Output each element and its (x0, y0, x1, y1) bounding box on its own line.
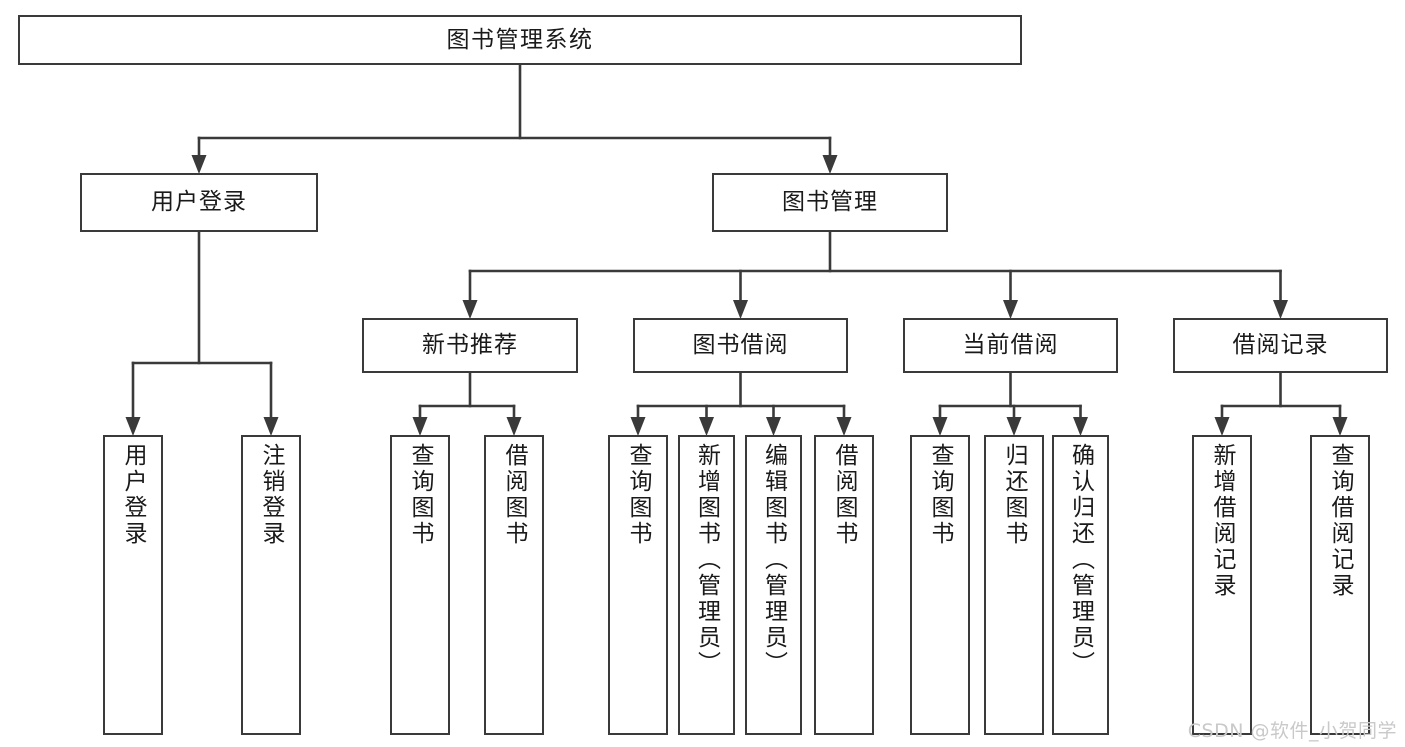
leaf-logout[interactable]: 注销登录 (241, 435, 301, 735)
leaf-confirm-return-label: 确认归还（管理员） (1067, 443, 1094, 677)
leaf-query-borrow-record-label: 查询借阅记录 (1327, 443, 1354, 599)
node-book-manage-label: 图书管理 (782, 189, 878, 215)
leaf-query-borrow-record[interactable]: 查询借阅记录 (1310, 435, 1370, 735)
node-book-manage[interactable]: 图书管理 (712, 173, 948, 232)
leaf-edit-book[interactable]: 编辑图书（管理员） (745, 435, 802, 735)
node-book-borrow-label: 图书借阅 (692, 332, 789, 358)
node-current-borrow-label: 当前借阅 (962, 332, 1059, 358)
leaf-user-login[interactable]: 用户登录 (103, 435, 163, 735)
leaf-query-book-3[interactable]: 查询图书 (910, 435, 970, 735)
leaf-return-book-label: 归还图书 (1001, 443, 1028, 547)
leaf-borrow-book-2[interactable]: 借阅图书 (814, 435, 874, 735)
node-root-label: 图书管理系统 (446, 26, 594, 53)
leaf-borrow-book-2-label: 借阅图书 (831, 443, 858, 547)
leaf-confirm-return[interactable]: 确认归还（管理员） (1052, 435, 1109, 735)
node-book-borrow[interactable]: 图书借阅 (633, 318, 848, 373)
leaf-edit-book-label: 编辑图书（管理员） (760, 443, 787, 677)
leaf-query-book-1-label: 查询图书 (407, 443, 434, 547)
node-new-book-recommendation[interactable]: 新书推荐 (362, 318, 578, 373)
node-current-borrow[interactable]: 当前借阅 (903, 318, 1118, 373)
leaf-user-login-label: 用户登录 (120, 443, 147, 547)
node-borrow-record-label: 借阅记录 (1232, 332, 1329, 358)
csdn-watermark: CSDN @软件_小贺同学 (1187, 720, 1397, 742)
leaf-query-book-2[interactable]: 查询图书 (608, 435, 668, 735)
leaf-add-borrow-record[interactable]: 新增借阅记录 (1192, 435, 1252, 735)
leaf-query-book-2-label: 查询图书 (625, 443, 652, 547)
leaf-query-book-1[interactable]: 查询图书 (390, 435, 450, 735)
leaf-add-book[interactable]: 新增图书（管理员） (678, 435, 735, 735)
leaf-borrow-book-1-label: 借阅图书 (501, 443, 528, 547)
leaf-query-book-3-label: 查询图书 (927, 443, 954, 547)
leaf-logout-label: 注销登录 (258, 443, 285, 547)
node-borrow-record[interactable]: 借阅记录 (1173, 318, 1388, 373)
leaf-return-book[interactable]: 归还图书 (984, 435, 1044, 735)
leaf-add-borrow-record-label: 新增借阅记录 (1209, 443, 1236, 599)
node-user-login[interactable]: 用户登录 (80, 173, 318, 232)
leaf-borrow-book-1[interactable]: 借阅图书 (484, 435, 544, 735)
node-root[interactable]: 图书管理系统 (18, 15, 1022, 65)
leaf-add-book-label: 新增图书（管理员） (693, 443, 720, 677)
node-user-login-label: 用户登录 (151, 189, 247, 215)
node-new-book-recommendation-label: 新书推荐 (422, 332, 518, 358)
